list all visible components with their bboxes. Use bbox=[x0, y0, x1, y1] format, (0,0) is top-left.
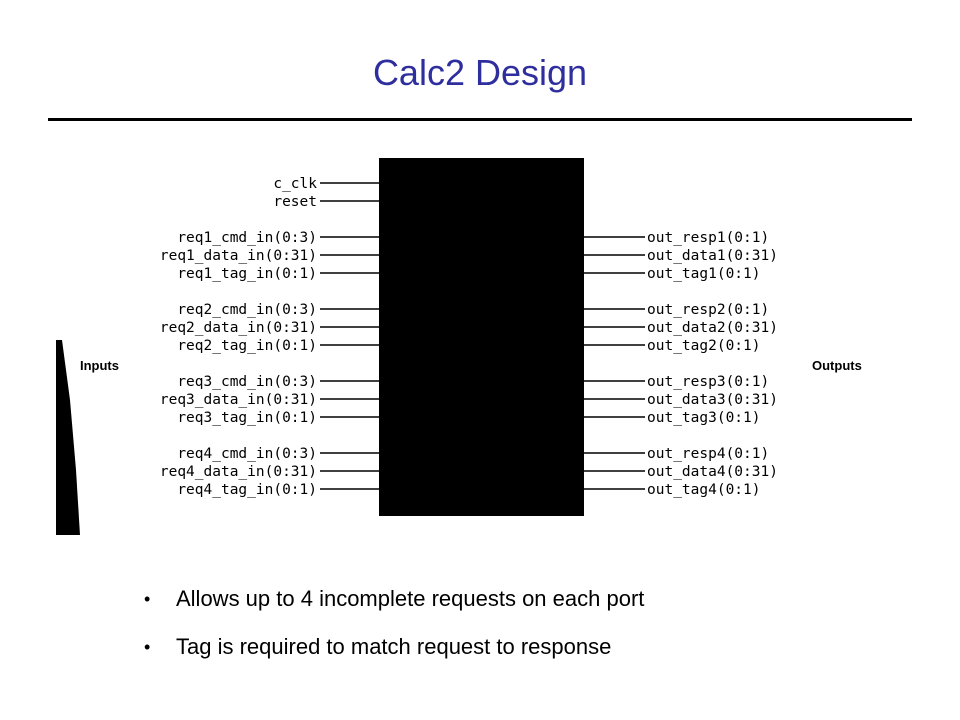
scan-edge-artifact bbox=[56, 340, 80, 535]
title-underline bbox=[48, 118, 912, 121]
output-signal-label: out_resp4(0:1) bbox=[647, 446, 769, 462]
output-signal-group: out_resp1(0:1) out_data1(0:31) out_tag1(0:… bbox=[584, 230, 778, 498]
bullet-dot: • bbox=[144, 589, 151, 609]
output-signal-label: out_resp1(0:1) bbox=[647, 230, 769, 246]
input-signal-label: req2_cmd_in(0:3) bbox=[177, 302, 317, 318]
input-signal-label: req3_data_in(0:31) bbox=[160, 392, 317, 408]
inputs-label: Inputs bbox=[80, 358, 119, 373]
input-signal-label: req2_data_in(0:31) bbox=[160, 320, 317, 336]
design-block bbox=[379, 158, 584, 516]
input-signal-label: reset bbox=[273, 194, 317, 210]
outputs-label: Outputs bbox=[812, 358, 862, 373]
input-signal-label: c_clk bbox=[273, 176, 317, 192]
output-signal-label: out_tag1(0:1) bbox=[647, 266, 761, 282]
output-signal-label: out_data2(0:31) bbox=[647, 320, 778, 336]
bullet-text: Tag is required to match request to resp… bbox=[176, 634, 612, 659]
slide-title: Calc2 Design bbox=[372, 52, 588, 93]
output-signal-label: out_resp3(0:1) bbox=[647, 374, 769, 390]
bullet-list: • Allows up to 4 incomplete requests on e… bbox=[140, 584, 644, 680]
output-signal-label: out_data3(0:31) bbox=[647, 392, 778, 408]
input-signal-label: req1_data_in(0:31) bbox=[160, 248, 317, 264]
input-signal-label: req1_cmd_in(0:3) bbox=[177, 230, 317, 246]
bullet-item: • Tag is required to match request to res… bbox=[140, 632, 644, 680]
bullet-item: • Allows up to 4 incomplete requests on e… bbox=[140, 584, 644, 632]
input-signal-label: req3_tag_in(0:1) bbox=[177, 410, 317, 426]
input-signal-label: req4_tag_in(0:1) bbox=[177, 482, 317, 498]
output-signal-label: out_tag4(0:1) bbox=[647, 482, 761, 498]
input-signal-label: req1_tag_in(0:1) bbox=[177, 266, 317, 282]
output-signal-label: out_resp2(0:1) bbox=[647, 302, 769, 318]
output-signal-label: out_data4(0:31) bbox=[647, 464, 778, 480]
input-signal-label: req4_cmd_in(0:3) bbox=[177, 446, 317, 462]
input-signal-label: req3_cmd_in(0:3) bbox=[177, 374, 317, 390]
input-signal-label: req2_tag_in(0:1) bbox=[177, 338, 317, 354]
bullet-dot: • bbox=[144, 637, 151, 657]
bullet-text: Allows up to 4 incomplete requests on ea… bbox=[176, 586, 645, 611]
input-signal-label: req4_data_in(0:31) bbox=[160, 464, 317, 480]
output-signal-label: out_tag3(0:1) bbox=[647, 410, 761, 426]
output-signal-label: out_tag2(0:1) bbox=[647, 338, 761, 354]
output-signal-label: out_data1(0:31) bbox=[647, 248, 778, 264]
